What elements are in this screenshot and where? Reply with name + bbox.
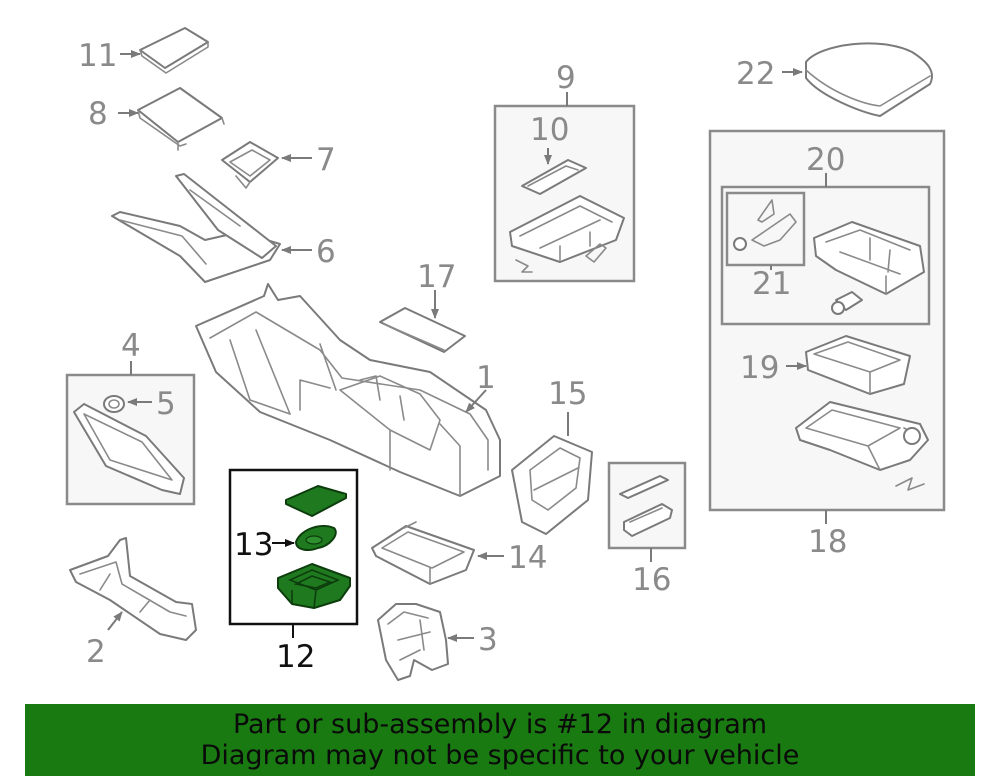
callout-6: 6 [316,234,336,270]
callout-12: 12 [276,639,315,675]
part-13-mat[interactable] [295,524,337,551]
callout-16: 16 [632,562,671,598]
callout-2: 2 [86,634,106,670]
callout-5: 5 [156,386,176,422]
callout-14: 14 [508,540,547,576]
group-16-box [607,461,687,550]
part-22[interactable] [805,42,933,117]
callout-19: 19 [740,350,779,386]
callout-1: 1 [476,360,496,396]
part-9-bracket[interactable] [509,195,625,273]
callout-13: 13 [234,527,273,563]
part-12-holder[interactable] [277,563,351,609]
callout-20: 20 [806,142,845,178]
part-14[interactable] [371,521,475,585]
part-1[interactable] [195,283,501,497]
callout-17: 17 [417,259,456,295]
callout-3: 3 [478,622,498,658]
part-3[interactable] [377,603,449,681]
part-19[interactable] [805,335,911,395]
callout-22: 22 [736,56,775,92]
part-17[interactable] [379,307,466,353]
callout-10: 10 [530,112,569,148]
part-18-bin[interactable] [795,401,929,491]
part-4-panel[interactable] [73,403,185,495]
part-16[interactable] [619,475,673,537]
part-10[interactable] [521,159,587,195]
part-7[interactable] [221,141,279,189]
part-5[interactable] [103,395,125,413]
info-banner: Part or sub-assembly is #12 in diagram D… [25,704,975,776]
callout-15: 15 [548,376,587,412]
part-15[interactable] [511,435,593,535]
callout-4: 4 [121,328,141,364]
callout-7: 7 [316,142,336,178]
part-20-bracket[interactable] [813,221,925,315]
group-21-box [725,191,806,267]
part-21[interactable] [733,199,797,251]
banner-line-2: Diagram may not be specific to your vehi… [200,740,800,771]
part-6[interactable] [111,173,281,283]
callout-21: 21 [752,266,791,302]
callout-8: 8 [88,96,108,132]
part-11[interactable] [139,27,209,74]
banner-line-1: Part or sub-assembly is #12 in diagram [232,709,768,740]
callout-18: 18 [808,524,847,560]
part-2[interactable] [69,537,197,641]
callout-11: 11 [78,38,117,74]
part-8[interactable] [137,87,225,151]
callout-9: 9 [556,60,576,96]
part-12-lid[interactable] [285,485,347,517]
